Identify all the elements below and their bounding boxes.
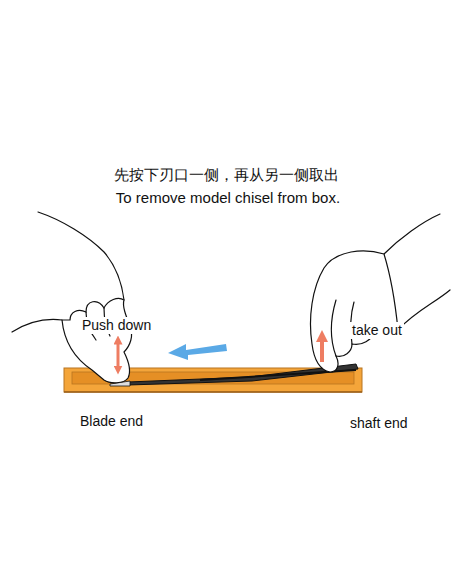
- part-label: take out: [350, 322, 404, 339]
- direction-arrow: [168, 344, 227, 360]
- subtitle: To remove model chisel from box.: [2, 189, 452, 207]
- right-hand: [311, 214, 451, 372]
- push-down-arrow: [118, 340, 119, 370]
- take-out-arrow: [322, 336, 323, 362]
- part-label: shaft end: [350, 415, 408, 432]
- left-hand: [12, 212, 132, 383]
- part-label: Blade end: [80, 413, 143, 430]
- part-label: Push down: [80, 317, 153, 334]
- title: 先按下刃口一侧，再从另一侧取出: [0, 166, 452, 184]
